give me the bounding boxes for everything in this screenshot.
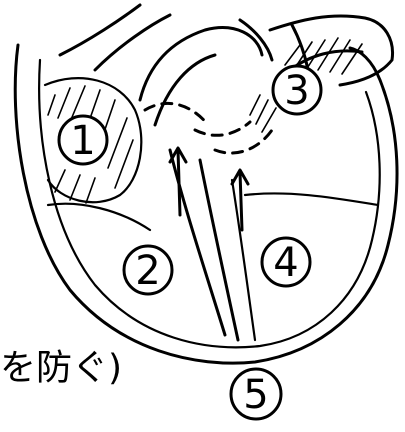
valve-right xyxy=(215,130,272,153)
septum-right xyxy=(232,180,255,340)
vessel-left xyxy=(60,5,170,70)
label-apex-5-text: 5 xyxy=(243,372,268,418)
vessel-aorta xyxy=(140,28,262,125)
label-apex-5: 5 xyxy=(231,369,281,419)
chamber-4-divider xyxy=(245,193,378,205)
label-chamber-4-text: 4 xyxy=(273,240,298,286)
label-chamber-2: 2 xyxy=(124,246,172,294)
label-chamber-2-text: 2 xyxy=(135,248,160,294)
label-chamber-1-text: 1 xyxy=(70,118,95,164)
label-chamber-1: 1 xyxy=(59,116,107,164)
caption-text: を防ぐ) xyxy=(0,348,122,389)
label-chamber-3-text: 3 xyxy=(284,68,309,114)
label-chamber-3: 3 xyxy=(273,66,321,114)
label-chamber-4: 4 xyxy=(262,238,310,286)
